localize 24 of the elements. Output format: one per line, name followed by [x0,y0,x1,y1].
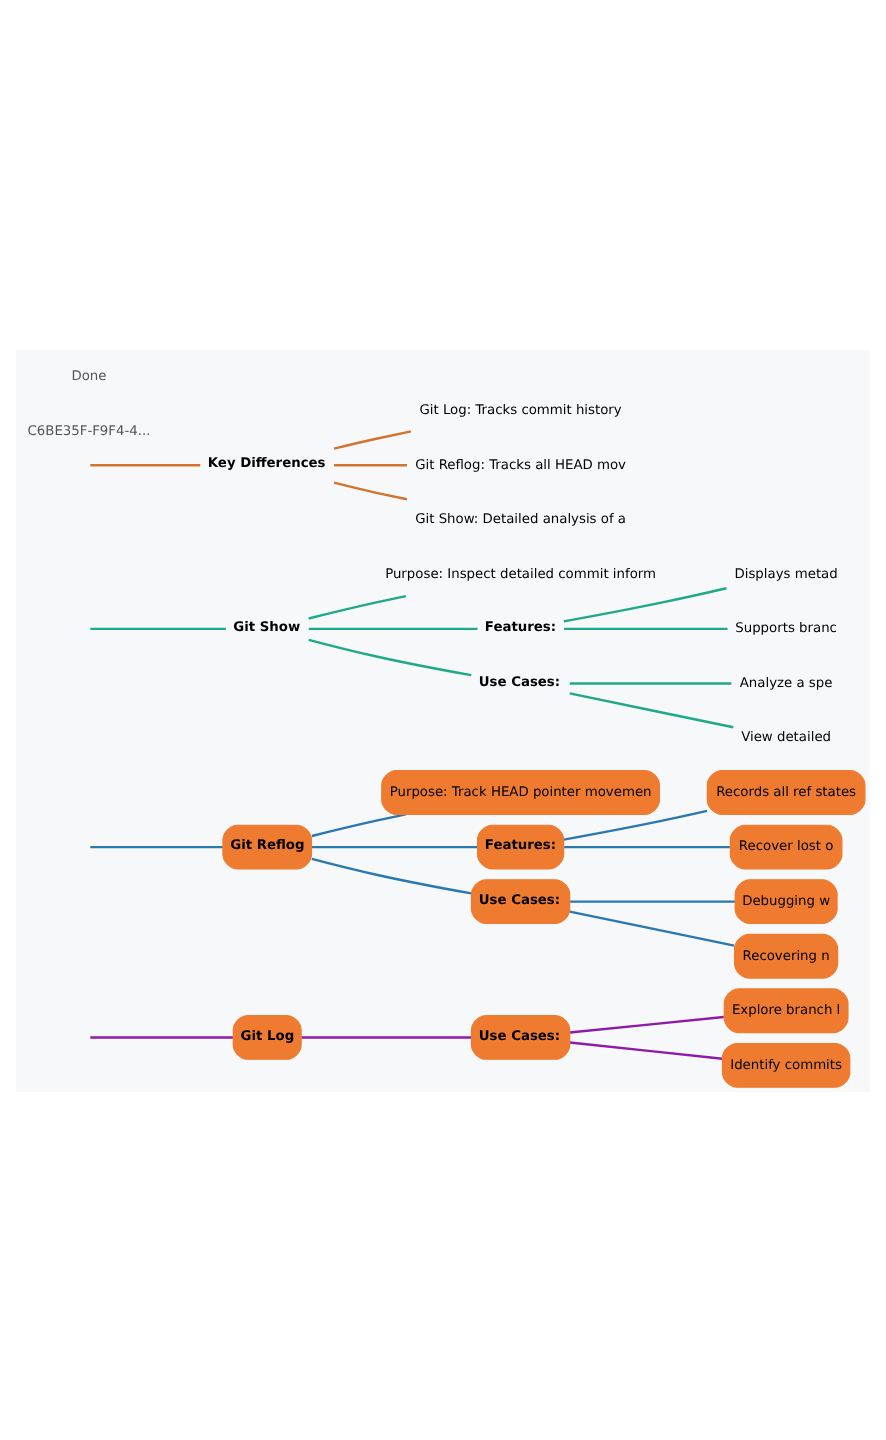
connector [569,1014,724,1033]
connector [569,691,734,728]
connector [563,586,727,622]
connector [334,462,408,466]
connector [301,1035,472,1038]
connector [308,626,478,630]
connector [90,844,223,848]
connector [333,480,408,500]
connector [563,808,708,840]
connector [564,844,730,848]
connector [311,844,478,848]
connector [569,899,736,902]
connector [308,593,407,619]
connector [564,626,728,630]
connector [90,462,201,466]
connector [333,429,412,449]
connector [308,637,472,676]
connector [90,626,226,630]
connector [569,1040,723,1059]
connector [311,812,407,837]
connector [569,681,732,684]
connector [311,856,472,894]
connector [569,909,735,946]
connector [90,1035,233,1038]
